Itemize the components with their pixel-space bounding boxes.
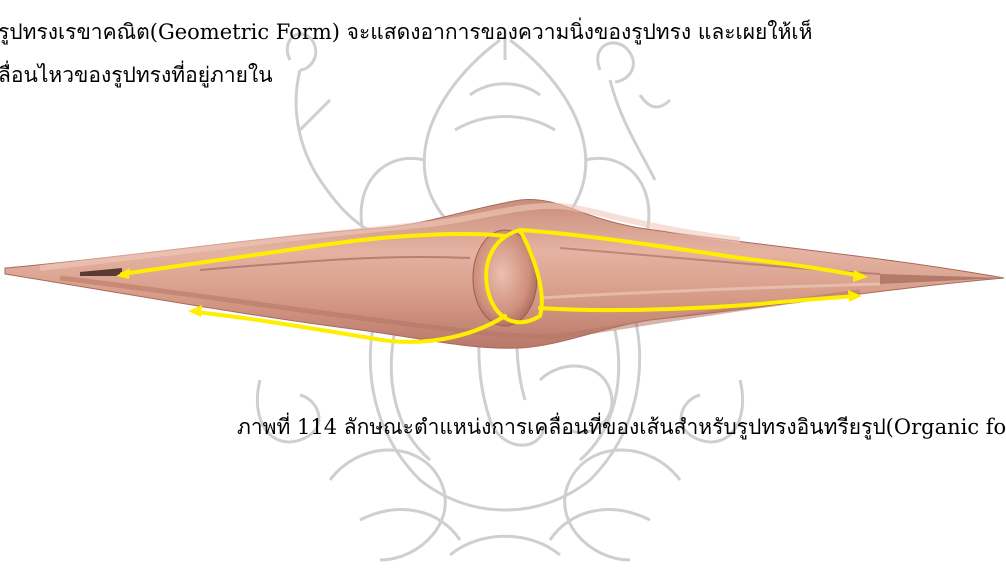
organic-form-figure <box>0 188 1006 368</box>
figure-caption: ภาพที่ 114 ลักษณะตำแหน่งการเคลื่อนที่ของ… <box>237 413 1006 441</box>
body-text-line-1: รูปทรงเรขาคณิต(Geometric Form) จะแสดงอาก… <box>0 18 812 46</box>
arrowhead-left-lower <box>188 305 202 317</box>
body-text-line-2: ลื่อนไหวของรูปทรงที่อยู่ภายใน <box>0 61 273 89</box>
